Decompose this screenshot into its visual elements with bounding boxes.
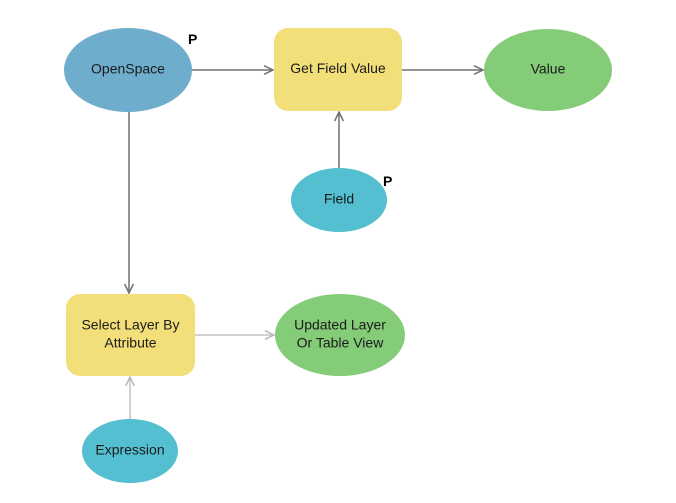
- node-label: Updated Layer: [294, 317, 386, 333]
- node-label: OpenSpace: [91, 61, 165, 77]
- edge-expression-to-select-layer-by-attribute[interactable]: [124, 375, 136, 419]
- arrowhead-icon: [123, 283, 135, 295]
- parameter-badge: P: [383, 173, 392, 189]
- node-value[interactable]: Value: [484, 29, 612, 111]
- edge-openspace-to-select-layer-by-attribute[interactable]: [123, 112, 135, 295]
- arrowhead-icon: [333, 110, 345, 122]
- node-label: Get Field Value: [290, 60, 386, 76]
- tool-rounded-rect: [66, 294, 195, 376]
- output-ellipse: [484, 29, 612, 111]
- value-variable-ellipse: [291, 168, 387, 232]
- arrowhead-icon: [264, 329, 276, 341]
- edges-layer: [123, 64, 485, 419]
- input-variable-ellipse: [64, 28, 192, 112]
- node-label: Or Table View: [297, 335, 385, 351]
- parameter-badge: P: [188, 31, 197, 47]
- arrowhead-icon: [473, 64, 485, 76]
- node-expression[interactable]: Expression: [82, 419, 178, 483]
- arrowhead-icon: [124, 375, 136, 387]
- node-openspace[interactable]: OpenSpace P: [64, 28, 197, 112]
- edge-get-field-value-to-value[interactable]: [402, 64, 485, 76]
- node-field[interactable]: Field P: [291, 168, 392, 232]
- edge-select-layer-by-attribute-to-updated-layer[interactable]: [195, 329, 276, 341]
- edge-field-to-get-field-value[interactable]: [333, 110, 345, 168]
- node-select-layer-by-attribute[interactable]: Select Layer By Attribute: [66, 294, 195, 376]
- edge-openspace-to-get-field-value[interactable]: [192, 64, 275, 76]
- arrowhead-icon: [263, 64, 275, 76]
- value-variable-ellipse: [82, 419, 178, 483]
- output-ellipse: [275, 294, 405, 376]
- node-get-field-value[interactable]: Get Field Value: [274, 28, 402, 111]
- node-label: Value: [531, 61, 566, 77]
- node-updated-layer[interactable]: Updated Layer Or Table View: [275, 294, 405, 376]
- node-label: Field: [324, 191, 354, 207]
- node-label: Expression: [95, 442, 164, 458]
- tool-rounded-rect: [274, 28, 402, 111]
- node-label: Attribute: [104, 335, 156, 351]
- node-label: Select Layer By: [81, 317, 179, 333]
